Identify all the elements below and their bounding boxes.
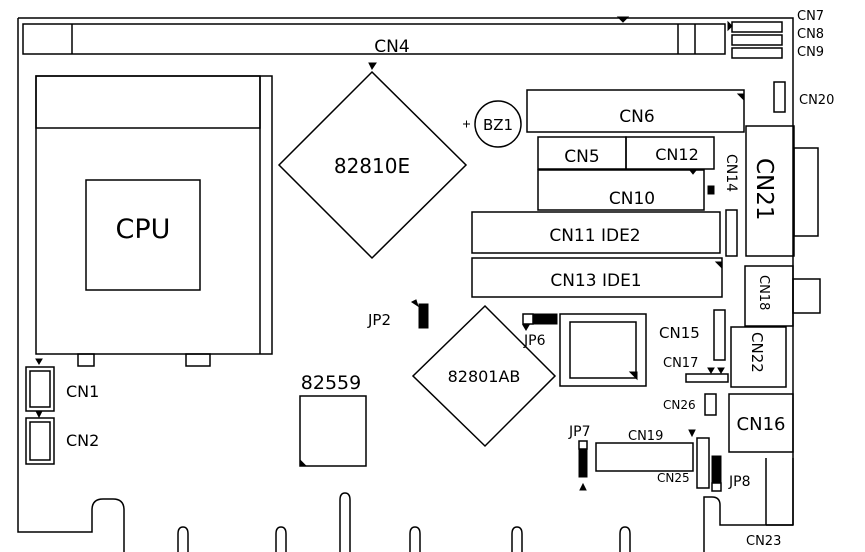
bz1-label: BZ1 [483, 116, 513, 134]
cn22-label: CN22 [748, 332, 766, 373]
cn19-label: CN19 [628, 429, 663, 444]
cn23-connector [765, 458, 794, 526]
cn22-connector [730, 326, 787, 388]
cn2-connector [25, 410, 55, 465]
board-outline [17, 17, 794, 552]
chip-82801ab-label: 82801AB [448, 367, 521, 386]
cn7-label: CN7 [797, 9, 824, 24]
cn8-label: CN8 [797, 27, 824, 42]
cn16-connector [728, 393, 794, 453]
cn6-label: CN6 [619, 107, 654, 127]
cn10-connector [537, 168, 705, 211]
cn25-label: CN25 [657, 471, 690, 485]
jp2-label: JP2 [367, 311, 391, 329]
cpu-socket [35, 75, 273, 367]
cn6-connector [526, 89, 745, 133]
cn11-ide2-connector [471, 211, 721, 254]
cn10-label: CN10 [609, 189, 655, 209]
cn15-label: CN15 [659, 324, 700, 342]
cn21-label: CN21 [751, 158, 777, 221]
jp7-jumper [578, 440, 588, 491]
chip-82801ab [411, 304, 557, 448]
bottom-pins [177, 492, 631, 552]
cn12-connector [625, 136, 715, 170]
cn14-label: CN14 [723, 154, 739, 192]
bz1-buzzer [474, 100, 522, 148]
cn17-connector [685, 367, 729, 383]
cn1-label: CN1 [66, 382, 99, 401]
cn14-connector [707, 185, 738, 257]
jp7-label: JP7 [568, 424, 590, 440]
cn1-connector [25, 366, 55, 412]
cn4-slot [22, 16, 726, 55]
cn18-connector [744, 265, 821, 327]
cn17-label: CN17 [663, 356, 698, 371]
jp2-jumper [411, 299, 429, 329]
cn13-label: CN13 IDE1 [550, 271, 641, 291]
cn25-connector [696, 437, 710, 489]
cn26-connector [704, 393, 717, 416]
cn23-label: CN23 [746, 534, 781, 549]
chip-82810e [277, 62, 468, 260]
cn11-label: CN11 IDE2 [549, 226, 640, 246]
cn4-label: CN4 [374, 37, 409, 57]
chip-82810e-label: 82810E [334, 154, 410, 178]
cn21-connector [745, 125, 819, 257]
cn18-label: CN18 [756, 275, 771, 310]
cn26-label: CN26 [663, 398, 696, 412]
cpu-label: CPU [116, 214, 171, 245]
cn7-cn8-cn9-connectors [727, 20, 783, 59]
cn13-ide1-connector [471, 257, 723, 298]
cn9-label: CN9 [797, 45, 824, 60]
cn12-label: CN12 [655, 145, 699, 164]
cn16-label: CN16 [737, 414, 786, 435]
cn15-connector [713, 309, 726, 361]
cn20-connector [773, 81, 786, 113]
jp8-label: JP8 [728, 474, 750, 490]
cn20-label: CN20 [799, 93, 834, 108]
cn19-connector [595, 429, 696, 472]
cn5-label: CN5 [564, 147, 599, 167]
chip-82559 [299, 395, 367, 467]
jp6-jumper [522, 313, 558, 331]
jp6-label: JP6 [523, 333, 546, 349]
cn2-label: CN2 [66, 431, 99, 450]
chip-82559-label: 82559 [301, 372, 361, 394]
square-chip [559, 313, 647, 387]
jp8-jumper [711, 455, 722, 492]
